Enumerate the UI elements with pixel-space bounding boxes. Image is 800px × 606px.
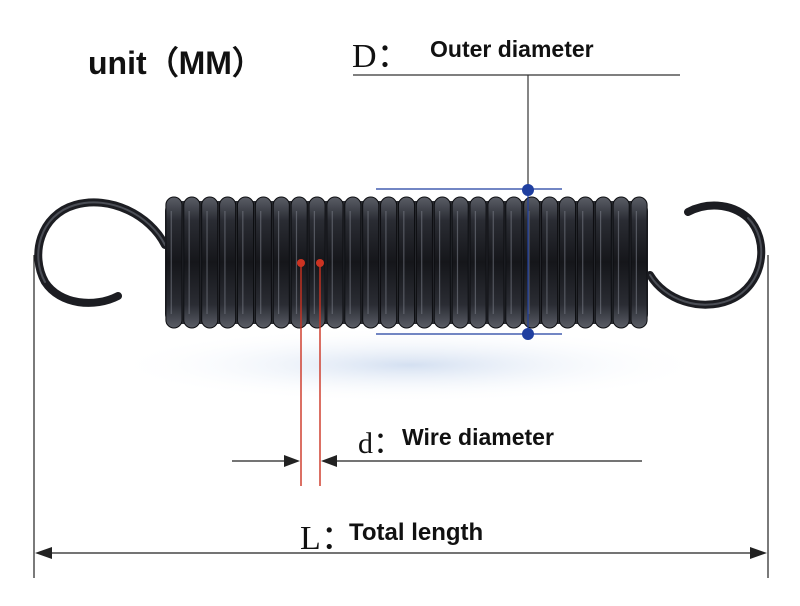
coil-turn (272, 196, 290, 329)
outer-diameter-label: Outer diameter (430, 36, 594, 62)
spring-coils (165, 196, 648, 329)
outer-diameter-bottom-marker (522, 328, 534, 340)
left-hook (34, 198, 169, 307)
total-length-right-arrowhead (750, 547, 767, 559)
coil-turn (183, 196, 201, 329)
coil-turn (451, 196, 469, 329)
coil-turn (433, 196, 451, 329)
coil-turn (541, 196, 559, 329)
coil-turn (523, 196, 541, 329)
outer-diameter-top-marker (522, 184, 534, 196)
coil-turn (594, 196, 612, 329)
wire-diameter-right-arrowhead (321, 455, 337, 467)
coil-turn (415, 196, 433, 329)
coil-turn (362, 196, 380, 329)
total-length-left-arrowhead (35, 547, 52, 559)
coil-turn (236, 196, 255, 329)
coil-turn (612, 196, 630, 329)
spring-shadow (110, 327, 710, 403)
total-length-symbol: L： (300, 520, 355, 557)
coil-turn (558, 196, 577, 329)
coil-turn (469, 196, 487, 329)
coil-turn (576, 196, 594, 329)
coil-turn (487, 196, 505, 329)
coil-turn (165, 196, 183, 329)
coil-turn (380, 196, 398, 329)
right-hook-highlight (649, 217, 763, 306)
coil-turn (344, 196, 362, 329)
left-hook-highlight (37, 201, 166, 283)
wire-diameter-left-marker (297, 259, 305, 267)
wire-diameter-right-marker (316, 259, 324, 267)
coil-turn (201, 196, 219, 329)
coil-turn (326, 196, 344, 329)
wire-diameter-symbol: d： (358, 427, 403, 460)
coil-turn (397, 196, 416, 329)
wire-diameter-label: Wire diameter (402, 424, 554, 450)
unit-label: unit（MM） (88, 45, 264, 81)
coil-turn (219, 196, 237, 329)
coil-turn (630, 196, 648, 329)
wire-diameter-left-arrowhead (284, 455, 300, 467)
total-length-label: Total length (349, 519, 484, 546)
coil-turn (505, 196, 523, 329)
outer-diameter-symbol: D： (352, 38, 411, 75)
coil-turn (254, 196, 272, 329)
